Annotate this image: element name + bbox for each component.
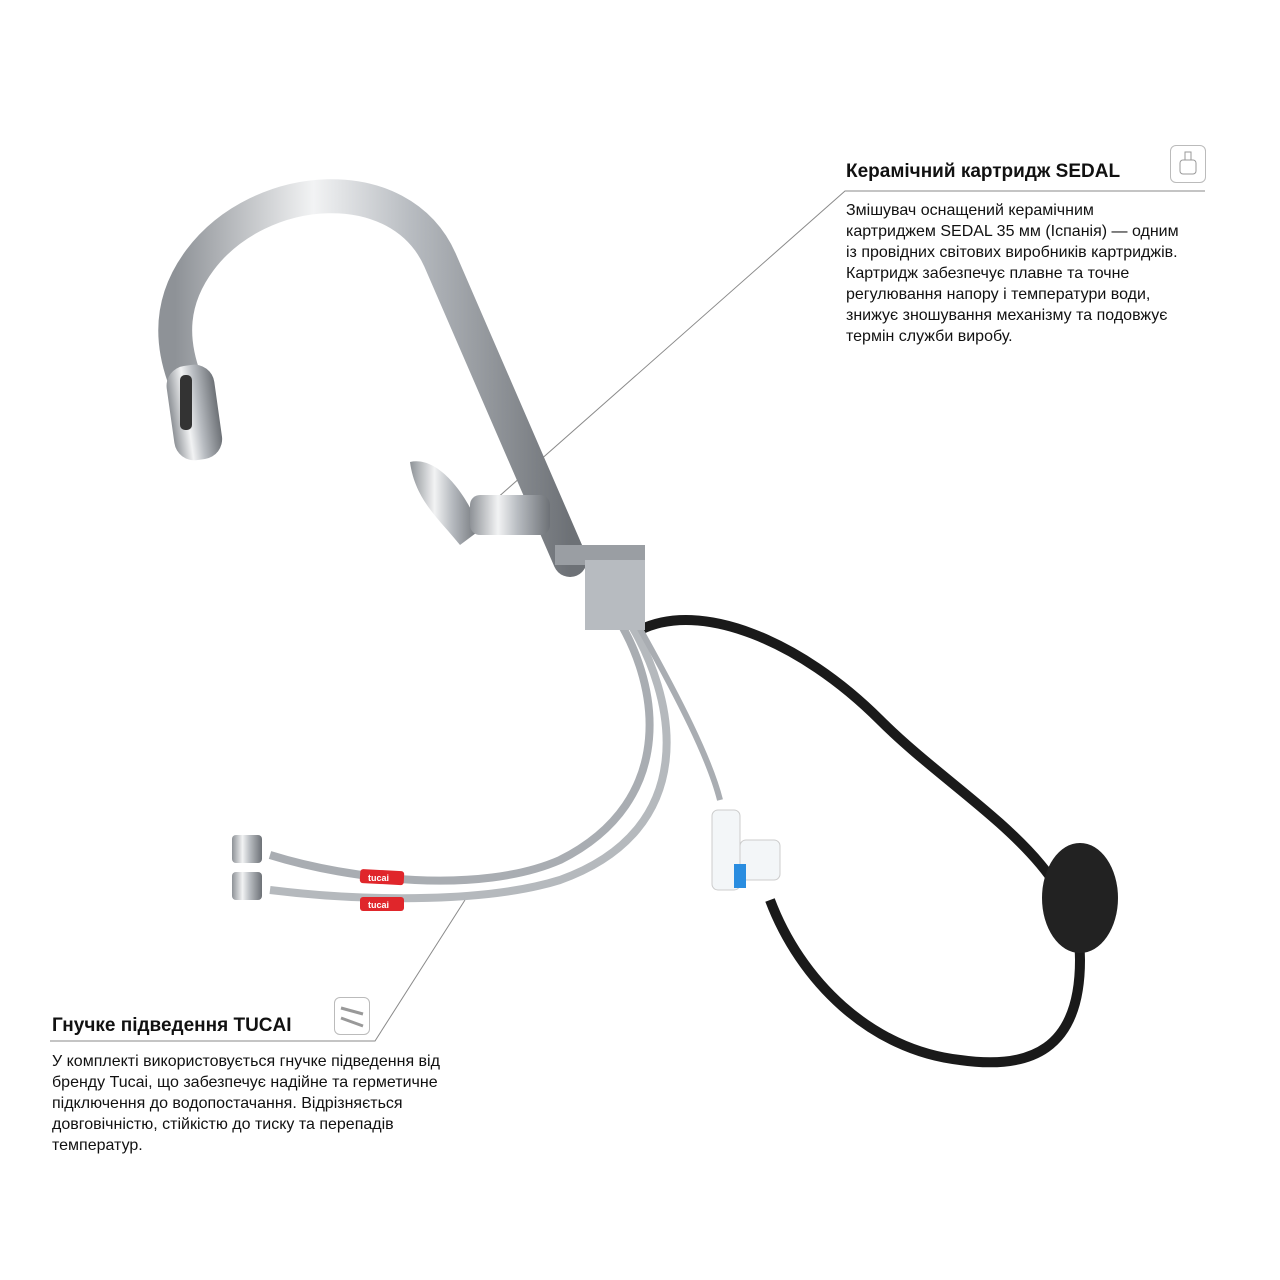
text-line: У комплекті використовується гнучке підв… (52, 1053, 440, 1070)
spray-head (166, 364, 223, 461)
mounting-stud (585, 560, 645, 630)
hose-title: Гнучке підведення TUCAI (52, 1015, 292, 1036)
tucai-tag-1: tucai (368, 873, 389, 883)
flexible-hose-icon (334, 997, 370, 1035)
supply-hose-1 (268, 607, 654, 885)
text-line: знижує зношування механізму та подовжує (846, 307, 1168, 324)
text-line: із провідних світових виробників картрид… (846, 244, 1178, 261)
text-line: картриджем SEDAL 35 мм (Іспанія) — одним (846, 223, 1179, 240)
text-line: регулювання напору і температури води, (846, 286, 1151, 303)
text-line: бренду Tucai, що забезпечує надійне та г… (52, 1074, 438, 1091)
faucet-spout (158, 179, 587, 577)
text-line: довговічністю, стійкістю до тиску та пер… (52, 1116, 394, 1133)
hose-nut-2 (232, 872, 262, 900)
hose-weight (1042, 843, 1118, 953)
hose-description: У комплекті використовується гнучке підв… (52, 1051, 440, 1156)
cartridge-title: Керамічний картридж SEDAL (846, 161, 1121, 182)
text-line: температур. (52, 1137, 143, 1154)
text-line: підключення до водопостачання. Відрізняє… (52, 1095, 403, 1112)
text-line: термін служби виробу. (846, 328, 1013, 345)
faucet-lever (410, 461, 480, 545)
hose-leader-line (50, 899, 466, 1042)
cartridge-icon (1170, 145, 1206, 183)
pullout-steel-hose (632, 618, 723, 801)
hose-nut-1 (232, 835, 262, 863)
supply-hose-2 (269, 612, 671, 903)
text-line: Змішувач оснащений керамічним (846, 202, 1094, 219)
text-line: Картридж забезпечує плавне та точне (846, 265, 1130, 282)
cartridge-description: Змішувач оснащений керамічним картриджем… (846, 200, 1179, 347)
cartridge-leader-line (469, 190, 1205, 523)
tucai-tag-2: tucai (368, 900, 389, 910)
pull-out-hose (637, 615, 1086, 1068)
